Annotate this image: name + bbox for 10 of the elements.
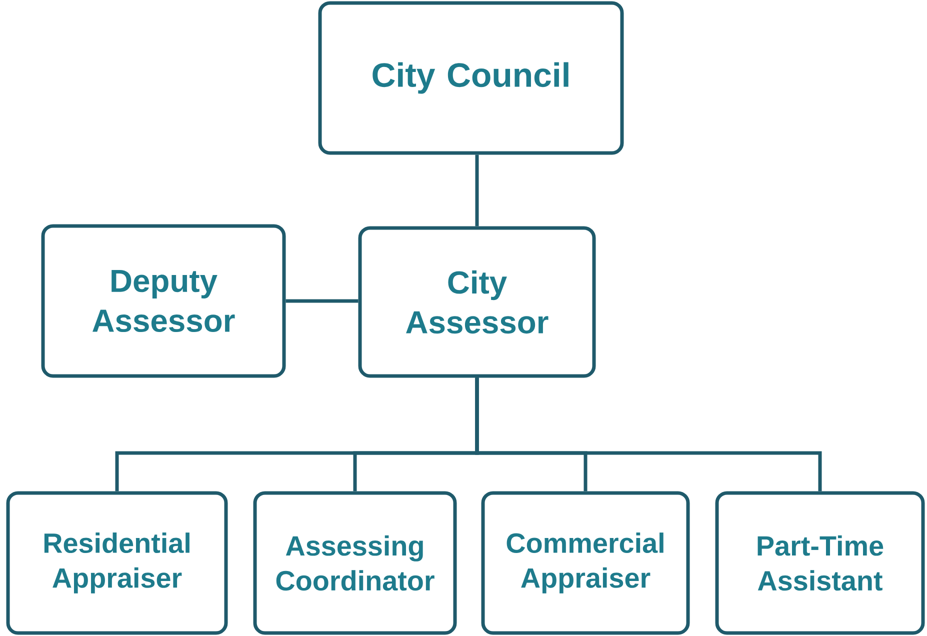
org-box: Part-Time Assistant <box>715 491 925 635</box>
org-box: City Council <box>318 1 624 155</box>
org-box: Residential Appraiser <box>6 491 228 635</box>
org-box: City Assessor <box>358 226 596 378</box>
org-box: Deputy Assessor <box>41 224 286 378</box>
org-box: Assessing Coordinator <box>253 491 457 635</box>
org-box: Commercial Appraiser <box>481 491 690 635</box>
connector-line <box>286 299 358 303</box>
connector-line <box>475 154 479 226</box>
connector-line <box>475 378 822 492</box>
